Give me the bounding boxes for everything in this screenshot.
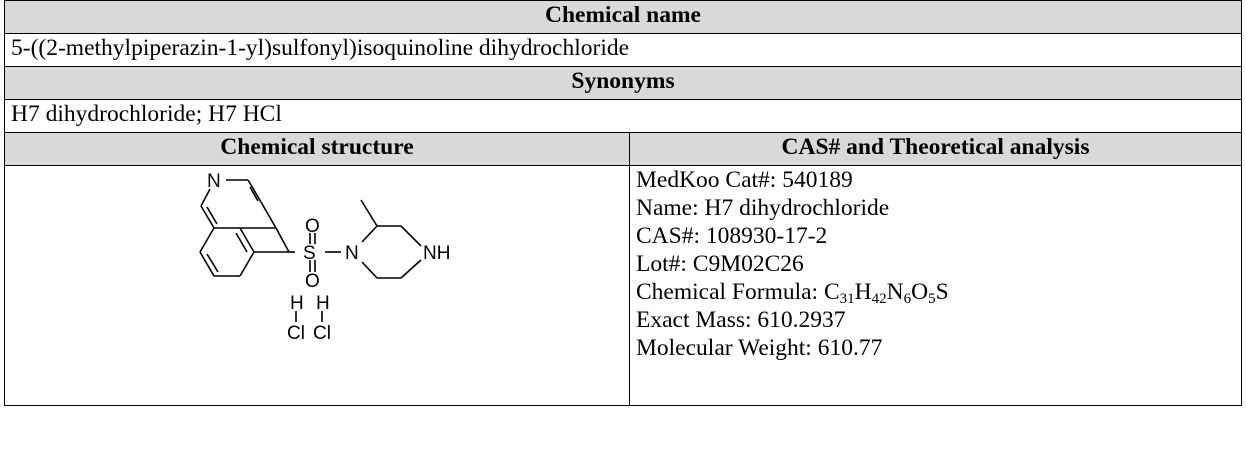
formula-o-count: 5 bbox=[928, 291, 936, 307]
atom-n-ring: N bbox=[207, 171, 221, 192]
molecular-weight: Molecular Weight: 610.77 bbox=[636, 335, 883, 361]
atom-h-2: H bbox=[316, 293, 330, 314]
atom-o-bottom: O bbox=[305, 271, 320, 292]
formula-n-count: 6 bbox=[903, 291, 912, 307]
atom-n-sulfonamide: N bbox=[345, 243, 359, 264]
synonyms-value: H7 dihydrochloride; H7 HCl bbox=[4, 99, 1242, 133]
chemical-formula: Chemical Formula: C31H42N6O5S bbox=[636, 278, 1235, 307]
formula-h: H bbox=[854, 279, 872, 305]
lot-number: Lot#: C9M02C26 bbox=[636, 251, 804, 277]
exact-mass: Exact Mass: 610.2937 bbox=[636, 307, 846, 333]
synonyms-header: Synonyms bbox=[4, 66, 1242, 100]
formula-n: N bbox=[886, 279, 904, 305]
product-name: Name: H7 dihydrochloride bbox=[636, 195, 890, 221]
medkoo-cat: MedKoo Cat#: 540189 bbox=[636, 167, 853, 193]
cas-number: CAS#: 108930-17-2 bbox=[636, 223, 828, 249]
atom-s: S bbox=[303, 243, 316, 264]
structure-cell: N O S N NH O H H Cl Cl bbox=[4, 165, 630, 406]
atom-h-1: H bbox=[290, 293, 304, 314]
spec-table: Chemical name 5-((2-methylpiperazin-1-yl… bbox=[4, 0, 1242, 406]
atom-cl-1: Cl bbox=[287, 323, 305, 344]
structure-header: Chemical structure bbox=[4, 132, 630, 166]
atom-cl-2: Cl bbox=[313, 323, 331, 344]
formula-o: O bbox=[911, 279, 929, 305]
atom-labels: N O S N NH O H H Cl Cl bbox=[207, 171, 450, 344]
atom-o-top: O bbox=[305, 216, 320, 237]
bond-lines bbox=[199, 179, 422, 322]
formula-label: Chemical Formula: bbox=[636, 279, 824, 305]
chemical-name-header: Chemical name bbox=[4, 0, 1242, 34]
chemical-structure-drawing: N O S N NH O H H Cl Cl bbox=[199, 171, 450, 344]
formula-s: S bbox=[935, 279, 949, 305]
formula-c-count: 31 bbox=[839, 291, 855, 307]
chemical-name-value: 5-((2-methylpiperazin-1-yl)sulfonyl)isoq… bbox=[4, 33, 1242, 67]
analysis-header: CAS# and Theoretical analysis bbox=[629, 132, 1242, 166]
formula-h-count: 42 bbox=[871, 291, 887, 307]
formula-c: C bbox=[823, 279, 840, 305]
analysis-cell: MedKoo Cat#: 540189 Name: H7 dihydrochlo… bbox=[629, 165, 1242, 406]
atom-nh: NH bbox=[423, 243, 450, 264]
